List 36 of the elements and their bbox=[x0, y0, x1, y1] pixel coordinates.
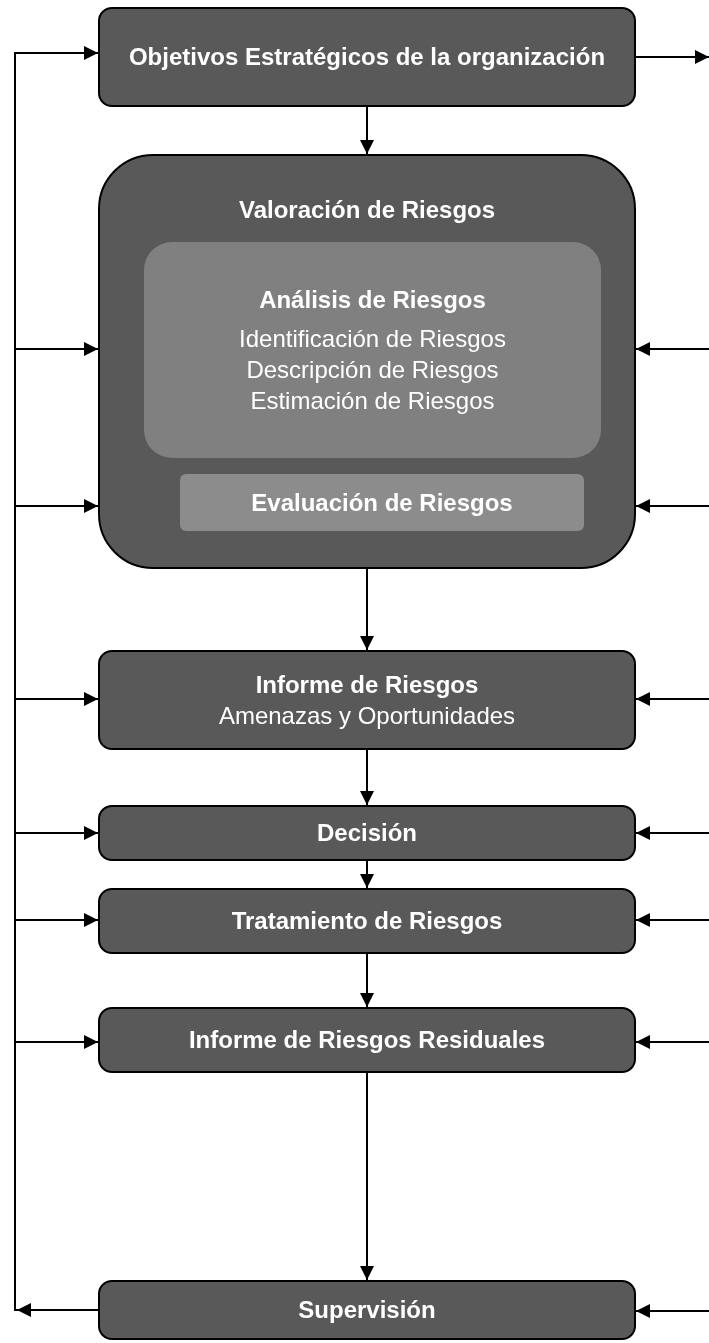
arrow bbox=[360, 106, 374, 155]
process-box bbox=[98, 1280, 636, 1340]
process-box bbox=[98, 805, 636, 861]
arrow bbox=[360, 568, 374, 651]
arrow bbox=[635, 50, 709, 64]
arrow bbox=[360, 860, 374, 889]
process-box bbox=[98, 7, 636, 107]
box-title: Valoración de Riesgos bbox=[238, 195, 496, 225]
process-group bbox=[98, 154, 636, 569]
arrow bbox=[360, 1072, 374, 1281]
arrow bbox=[635, 692, 709, 706]
arrow bbox=[635, 1304, 709, 1318]
arrow bbox=[635, 342, 709, 356]
box-title: Análisis de Riesgos bbox=[259, 284, 486, 315]
process-box bbox=[98, 1007, 636, 1073]
arrow bbox=[635, 913, 709, 927]
box-title: Decisión bbox=[317, 818, 417, 849]
process-box bbox=[98, 888, 636, 954]
subprocess-box bbox=[180, 474, 584, 531]
box-text: Amenazas y Oportunidades bbox=[218, 701, 516, 731]
box-text: Identificación de Riesgos bbox=[239, 323, 506, 354]
box-text: Descripción de Riesgos bbox=[246, 355, 499, 385]
subprocess-panel bbox=[144, 242, 601, 458]
arrow bbox=[635, 1035, 709, 1049]
arrow bbox=[360, 749, 374, 806]
box-title: Objetivos Estratégicos de la organización bbox=[128, 42, 606, 73]
box-title: Informe de Riesgos bbox=[255, 669, 479, 700]
process-box bbox=[98, 650, 636, 750]
box-title: Supervisión bbox=[298, 1295, 436, 1326]
arrow bbox=[635, 826, 709, 840]
box-title: Evaluación de Riesgos bbox=[251, 487, 513, 518]
box-title: Tratamiento de Riesgos bbox=[231, 906, 503, 937]
box-title: Informe de Riesgos Residuales bbox=[188, 1025, 546, 1056]
arrow bbox=[360, 953, 374, 1008]
box-text: Estimación de Riesgos bbox=[250, 386, 495, 417]
arrow bbox=[635, 499, 709, 513]
